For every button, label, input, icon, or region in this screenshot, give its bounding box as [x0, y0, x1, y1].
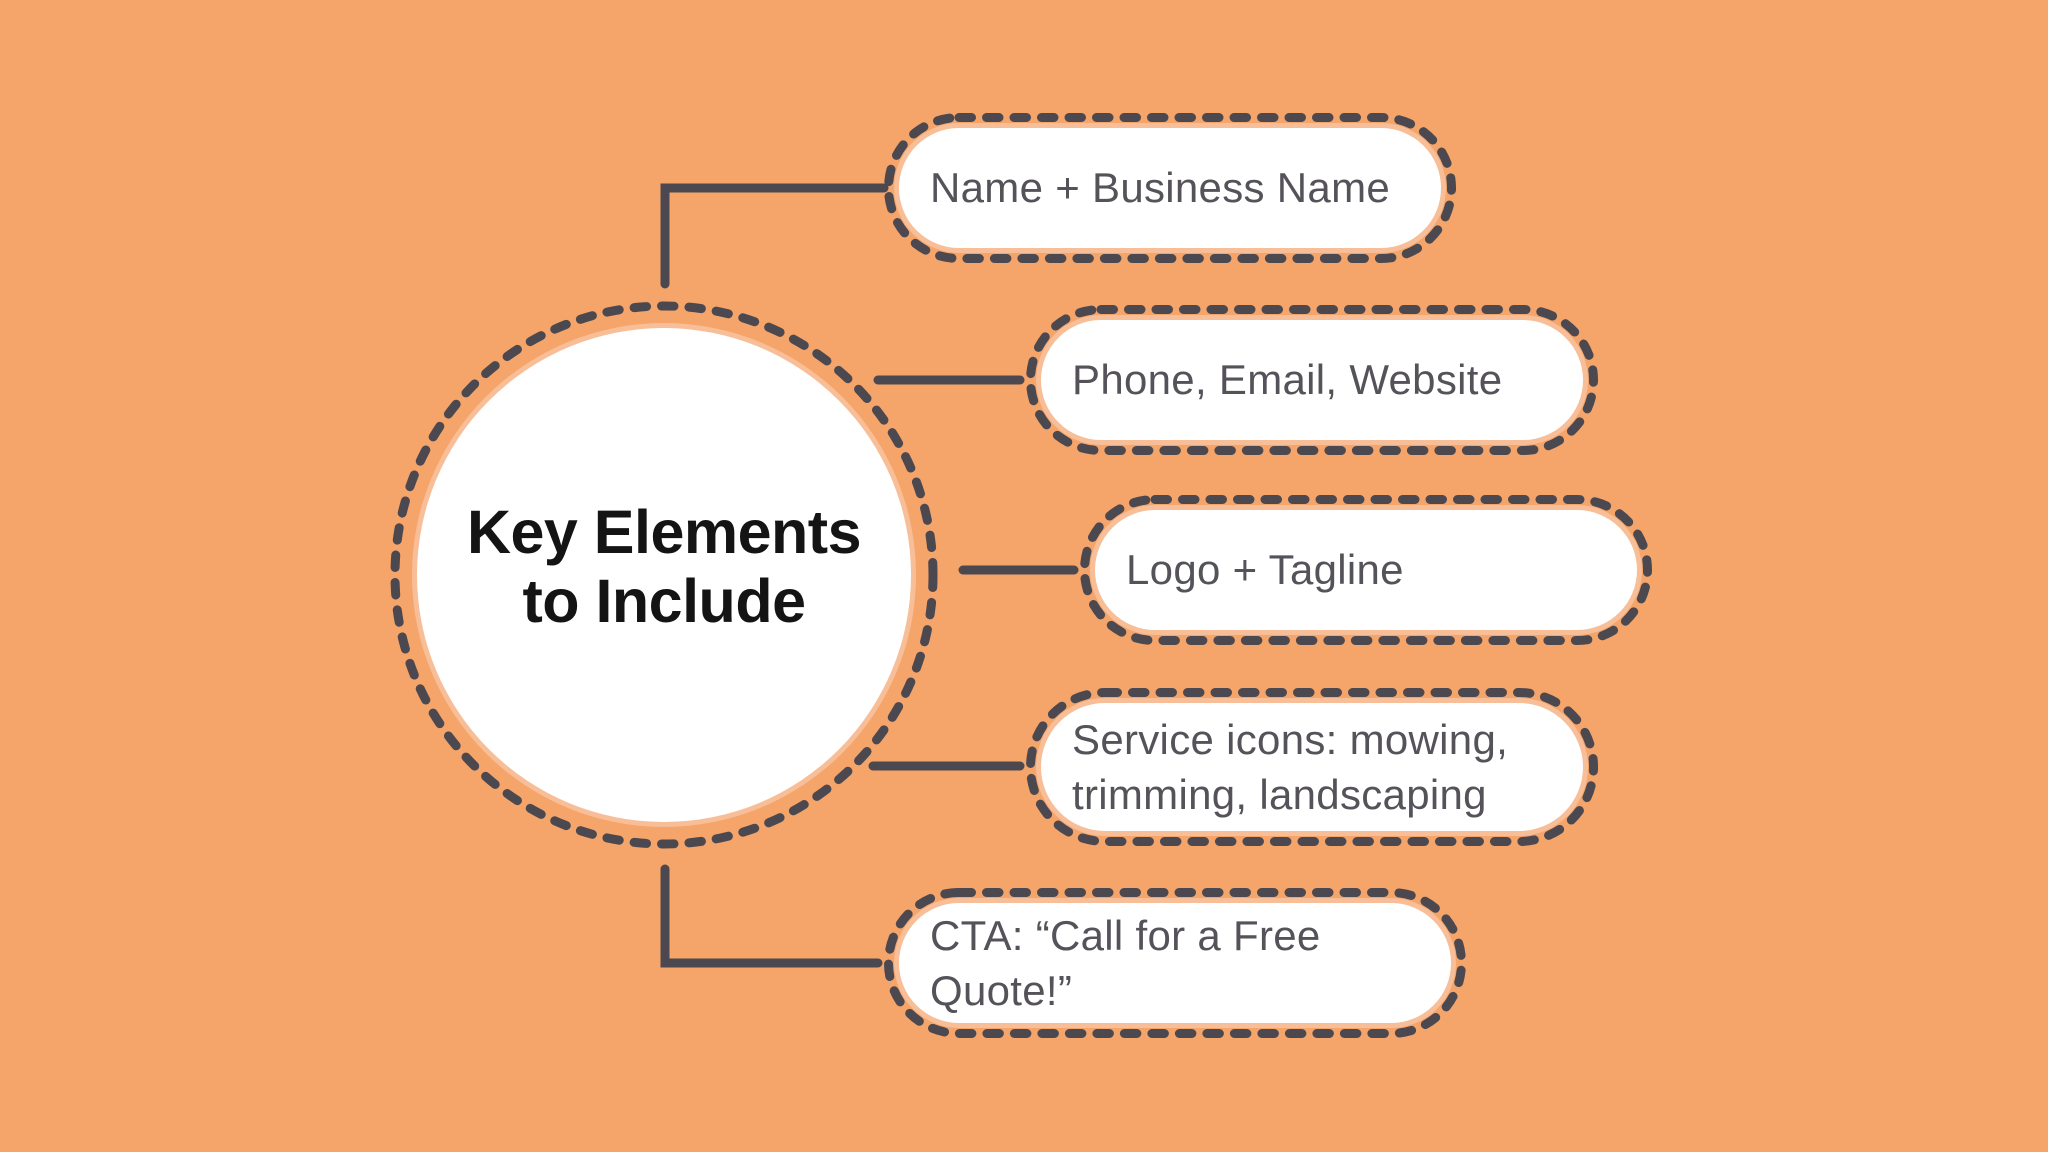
center-title: Key Elements to Include	[466, 498, 862, 636]
node-pill-service-icons: Service icons: mowing, trimming, landsca…	[1026, 688, 1598, 846]
pill-body: CTA: “Call for a Free Quote!”	[899, 903, 1451, 1023]
center-title-line2: to Include	[522, 567, 806, 635]
center-dashed-outline	[390, 301, 938, 849]
center-node: Key Elements to Include	[385, 296, 943, 854]
pill-dashed-outline	[884, 113, 1456, 263]
pill-label: Name + Business Name	[930, 164, 1391, 212]
node-pill-name-business: Name + Business Name	[884, 113, 1456, 263]
center-node-body: Key Elements to Include	[417, 328, 911, 822]
connector-name-business	[660, 183, 889, 289]
pill-body: Name + Business Name	[899, 128, 1441, 248]
pill-dashed-outline	[1026, 305, 1598, 455]
pill-body: Service icons: mowing, trimming, landsca…	[1041, 703, 1583, 831]
pill-dashed-outline	[1080, 495, 1652, 645]
pill-label: Phone, Email, Website	[1072, 356, 1503, 404]
node-pill-cta: CTA: “Call for a Free Quote!”	[884, 888, 1466, 1038]
pill-body: Logo + Tagline	[1095, 510, 1637, 630]
pill-dashed-outline	[884, 888, 1466, 1038]
node-pill-logo-tagline: Logo + Tagline	[1080, 495, 1652, 645]
pill-label: CTA: “Call for a Free Quote!”	[930, 911, 1321, 1014]
pill-body: Phone, Email, Website	[1041, 320, 1583, 440]
pill-label: Service icons: mowing, trimming, landsca…	[1072, 715, 1509, 818]
node-pill-phone-email: Phone, Email, Website	[1026, 305, 1598, 455]
connector-cta	[660, 864, 883, 968]
pill-label: Logo + Tagline	[1126, 546, 1404, 594]
pill-dashed-outline	[1026, 688, 1598, 846]
center-title-line1: Key Elements	[466, 498, 862, 567]
